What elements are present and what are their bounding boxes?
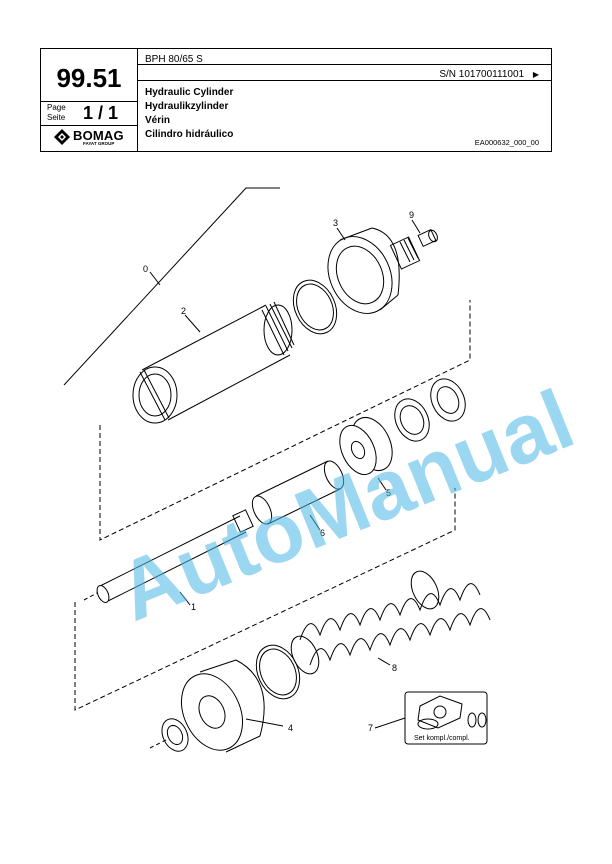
seal-kit-label: Set kompl./compl.: [414, 735, 470, 742]
part-guide-bush: [181, 659, 265, 753]
part-seal-ring-b: [394, 398, 430, 442]
page-labels: Page Seite: [47, 103, 66, 123]
brand-subtitle: FAYAT GROUP: [83, 141, 115, 146]
header-left-column: 99.51 Page Seite 1 / 1 BOMAG FAYAT GROUP: [41, 49, 138, 151]
page-value: 1 / 1: [83, 103, 119, 123]
part-wiper-ring: [161, 718, 189, 752]
title-fr: Vérin: [145, 115, 171, 126]
part-grease-nipple: [417, 228, 438, 248]
callout-7: 7: [368, 723, 373, 733]
assembly-bracket-line: [63, 187, 280, 386]
part-cylinder-head: [327, 227, 421, 314]
callout-6: 6: [320, 528, 325, 538]
part-spacer-tube: [251, 460, 345, 525]
page-label-de: Seite: [47, 113, 66, 122]
section-number: 99.51: [56, 63, 122, 93]
part-o-ring-lower: [255, 644, 301, 700]
page-label-en: Page: [47, 103, 66, 112]
dashed-outline-upper: [99, 300, 471, 541]
callout-0: 0: [143, 264, 148, 274]
exploded-view-drawing: 0 1 2 3 4 5 6 7 8 9 Set kompl./compl. Au…: [63, 187, 586, 753]
callout-1: 1: [191, 602, 196, 612]
serial-text: S/N 101700111001: [439, 69, 525, 80]
header-box: 99.51 Page Seite 1 / 1 BOMAG FAYAT GROUP…: [40, 48, 552, 152]
model-name: BPH 80/65 S: [145, 54, 203, 65]
serial-arrow-icon: ▶: [532, 70, 539, 79]
callout-4: 4: [288, 723, 293, 733]
part-spring: [290, 570, 491, 675]
bomag-logo: BOMAG FAYAT GROUP: [53, 128, 133, 148]
part-piston: [339, 417, 393, 476]
callout-5: 5: [386, 488, 391, 498]
title-en: Hydraulic Cylinder: [145, 87, 234, 98]
document-reference: EA000632_000_00: [474, 138, 539, 147]
part-o-ring-upper: [292, 279, 338, 335]
part-piston-rod: [96, 509, 254, 603]
callout-9: 9: [409, 210, 414, 220]
part-seal-ring-a: [430, 378, 466, 422]
title-de: Hydraulikzylinder: [145, 101, 229, 112]
callout-8: 8: [392, 663, 397, 673]
part-barrel-tube: [132, 301, 295, 424]
title-es: Cilindro hidráulico: [145, 129, 234, 140]
brand-name: BOMAG: [73, 128, 124, 143]
watermark-text: AutoManual: [105, 372, 586, 639]
bomag-logo-icon: [54, 129, 70, 145]
callout-3: 3: [333, 218, 338, 228]
serial-number: S/N 101700111001 ▶: [439, 69, 539, 80]
callout-2: 2: [181, 306, 186, 316]
